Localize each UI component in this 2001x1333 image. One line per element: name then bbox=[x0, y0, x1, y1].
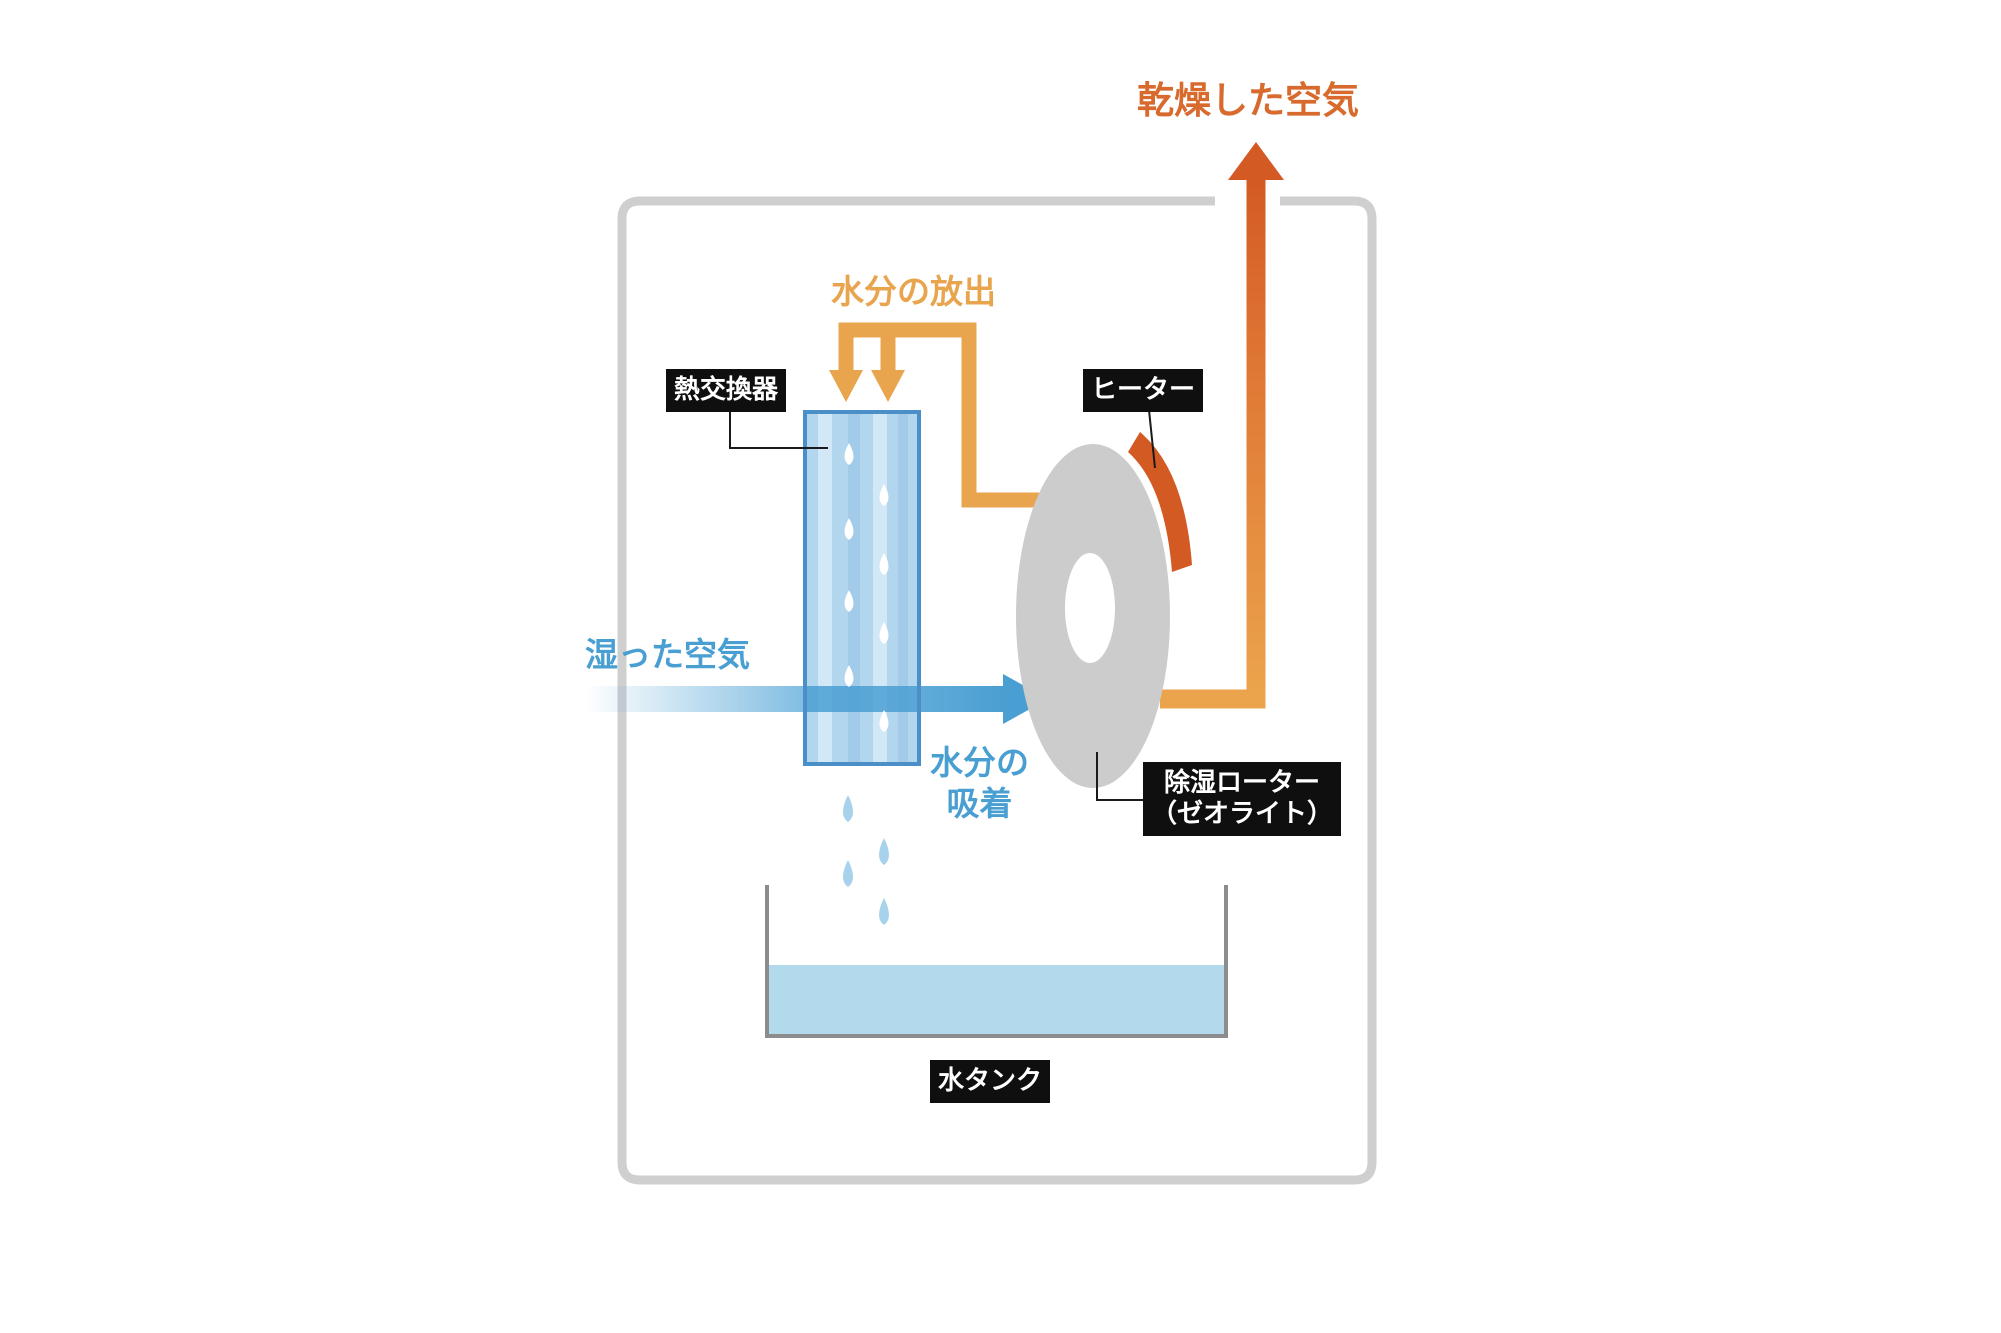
exchanger-stripe bbox=[898, 414, 908, 762]
humid-air-label: 湿った空気 bbox=[585, 635, 750, 674]
water-drop-icon bbox=[879, 484, 889, 506]
dry-air-arrow-icon bbox=[1228, 142, 1284, 180]
heater-leader-line bbox=[1148, 409, 1156, 469]
heat-exchanger-tag: 熱交換器 bbox=[666, 369, 787, 413]
tank-wall bbox=[765, 885, 1228, 1038]
release-arrow-1-icon bbox=[829, 370, 863, 402]
water-drop-icon bbox=[879, 622, 889, 644]
water-drop-icon bbox=[844, 590, 854, 612]
rotor-tag: 除湿ローター （ゼオライト） bbox=[1143, 762, 1342, 837]
water-drop-icon bbox=[844, 518, 854, 540]
exchanger-stripe bbox=[818, 414, 832, 762]
exchanger-droplets bbox=[844, 443, 889, 732]
water-drop-icon bbox=[844, 443, 854, 465]
moisture-absorb-line2: 吸着 bbox=[946, 784, 1013, 824]
rotor-leader-line bbox=[1096, 752, 1143, 801]
humid-air-arrow-icon bbox=[1003, 674, 1048, 724]
heater-element bbox=[1128, 432, 1192, 572]
dry-air-pipe bbox=[1160, 180, 1266, 709]
moisture-absorb-label: 水分の 吸着 bbox=[930, 742, 1029, 825]
release-pipe bbox=[838, 322, 1085, 508]
water-drop-icon bbox=[879, 710, 889, 732]
housing-frame bbox=[617, 196, 1377, 1185]
water-drop-icon bbox=[879, 838, 889, 865]
moisture-release-label: 水分の放出 bbox=[831, 272, 996, 311]
rotor-tag-line1: 除湿ローター bbox=[1164, 768, 1321, 798]
rotor-hole bbox=[1065, 553, 1115, 663]
humid-air-flow bbox=[585, 686, 1003, 712]
tank-water bbox=[767, 965, 1226, 1035]
water-drop-icon bbox=[843, 795, 853, 822]
exchanger-airflow bbox=[807, 686, 917, 712]
water-drop-icon bbox=[879, 898, 889, 925]
water-tank-tag: 水タンク bbox=[930, 1060, 1051, 1104]
water-drop-icon bbox=[879, 553, 889, 575]
heater-tag: ヒーター bbox=[1083, 369, 1204, 413]
exchanger-leader-line bbox=[729, 410, 828, 449]
release-arrow-2-icon bbox=[871, 370, 905, 402]
falling-droplets bbox=[843, 795, 889, 925]
water-drop-icon bbox=[844, 665, 854, 687]
water-drop-icon bbox=[843, 860, 853, 887]
dry-air-label: 乾燥した空気 bbox=[1137, 79, 1359, 122]
rotor-tag-line2: （ゼオライト） bbox=[1151, 799, 1334, 830]
moisture-absorb-line1: 水分の bbox=[930, 743, 1029, 782]
